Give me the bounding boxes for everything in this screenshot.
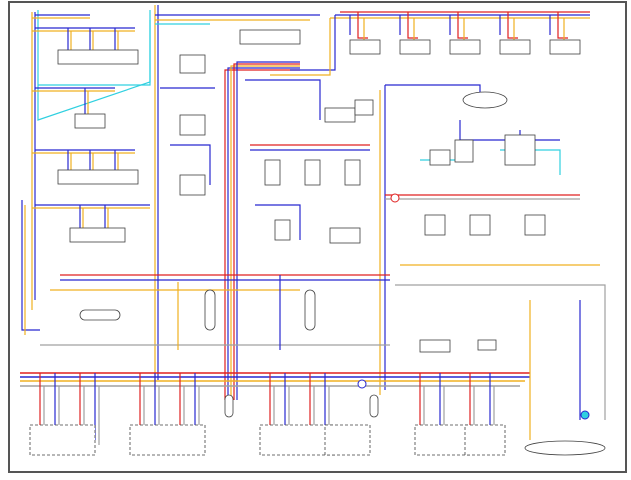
equipment-unit bbox=[449, 39, 481, 55]
compressor-skid bbox=[414, 424, 471, 456]
main-riser bbox=[233, 63, 300, 400]
center-branch-blue bbox=[170, 144, 211, 185]
equipment-unit bbox=[57, 169, 139, 185]
equipment-unit bbox=[69, 227, 126, 243]
main-riser bbox=[236, 61, 300, 400]
equipment-unit bbox=[477, 339, 497, 351]
equipment-unit bbox=[179, 174, 206, 196]
receiver-vessel bbox=[462, 91, 508, 109]
equipment-unit bbox=[499, 39, 531, 55]
mid-branch bbox=[245, 79, 321, 120]
pump-symbol bbox=[580, 410, 590, 420]
right-loop-gray bbox=[395, 284, 606, 420]
equipment-unit bbox=[504, 134, 536, 166]
mid-branch bbox=[255, 204, 301, 240]
unit-drop-red bbox=[407, 12, 418, 39]
equipment-unit bbox=[274, 219, 291, 241]
equipment-unit bbox=[549, 39, 581, 55]
equipment-unit bbox=[454, 139, 474, 163]
equipment-unit bbox=[399, 39, 431, 55]
equipment-unit bbox=[524, 214, 546, 236]
compressor-skid bbox=[324, 424, 371, 456]
vessel-line-blue bbox=[385, 84, 481, 95]
equipment-unit bbox=[57, 49, 139, 65]
condenser-vessel bbox=[79, 309, 121, 321]
main-riser bbox=[227, 67, 300, 400]
equipment-unit bbox=[179, 114, 206, 136]
equipment-unit bbox=[419, 339, 451, 353]
equipment-unit bbox=[344, 159, 361, 186]
separator-vessel bbox=[204, 289, 216, 331]
oil-separator bbox=[224, 394, 234, 418]
compressor-skid bbox=[464, 424, 506, 456]
equipment-unit bbox=[354, 99, 374, 116]
unit-drop-red bbox=[557, 12, 568, 39]
unit-drop-red bbox=[507, 12, 518, 39]
compressor-skid bbox=[259, 424, 336, 456]
equipment-unit bbox=[469, 214, 491, 236]
left-loop-blue bbox=[21, 200, 40, 331]
equipment-unit bbox=[329, 227, 361, 244]
equipment-unit bbox=[264, 159, 281, 186]
top-right-down bbox=[270, 18, 331, 76]
equipment-unit bbox=[324, 107, 356, 123]
equipment-unit bbox=[424, 214, 446, 236]
liquid-receiver-vessel bbox=[524, 440, 606, 456]
main-riser bbox=[230, 65, 300, 400]
unit-drop-red bbox=[357, 12, 368, 39]
equipment-unit bbox=[239, 29, 301, 45]
compressor-skid bbox=[29, 424, 96, 456]
equipment-unit bbox=[304, 159, 321, 186]
valve-symbol bbox=[390, 193, 400, 203]
equipment-group bbox=[29, 29, 606, 456]
unit-drop-red bbox=[457, 12, 468, 39]
valve-symbol bbox=[357, 379, 367, 389]
cyan-loop bbox=[38, 20, 151, 86]
equipment-unit bbox=[179, 54, 206, 74]
equipment-unit bbox=[349, 39, 381, 55]
top-right-down bbox=[290, 15, 336, 71]
equipment-unit bbox=[74, 113, 106, 129]
oil-separator bbox=[369, 394, 379, 418]
separator-vessel bbox=[304, 289, 316, 331]
equipment-unit bbox=[429, 149, 451, 166]
compressor-skid bbox=[129, 424, 206, 456]
